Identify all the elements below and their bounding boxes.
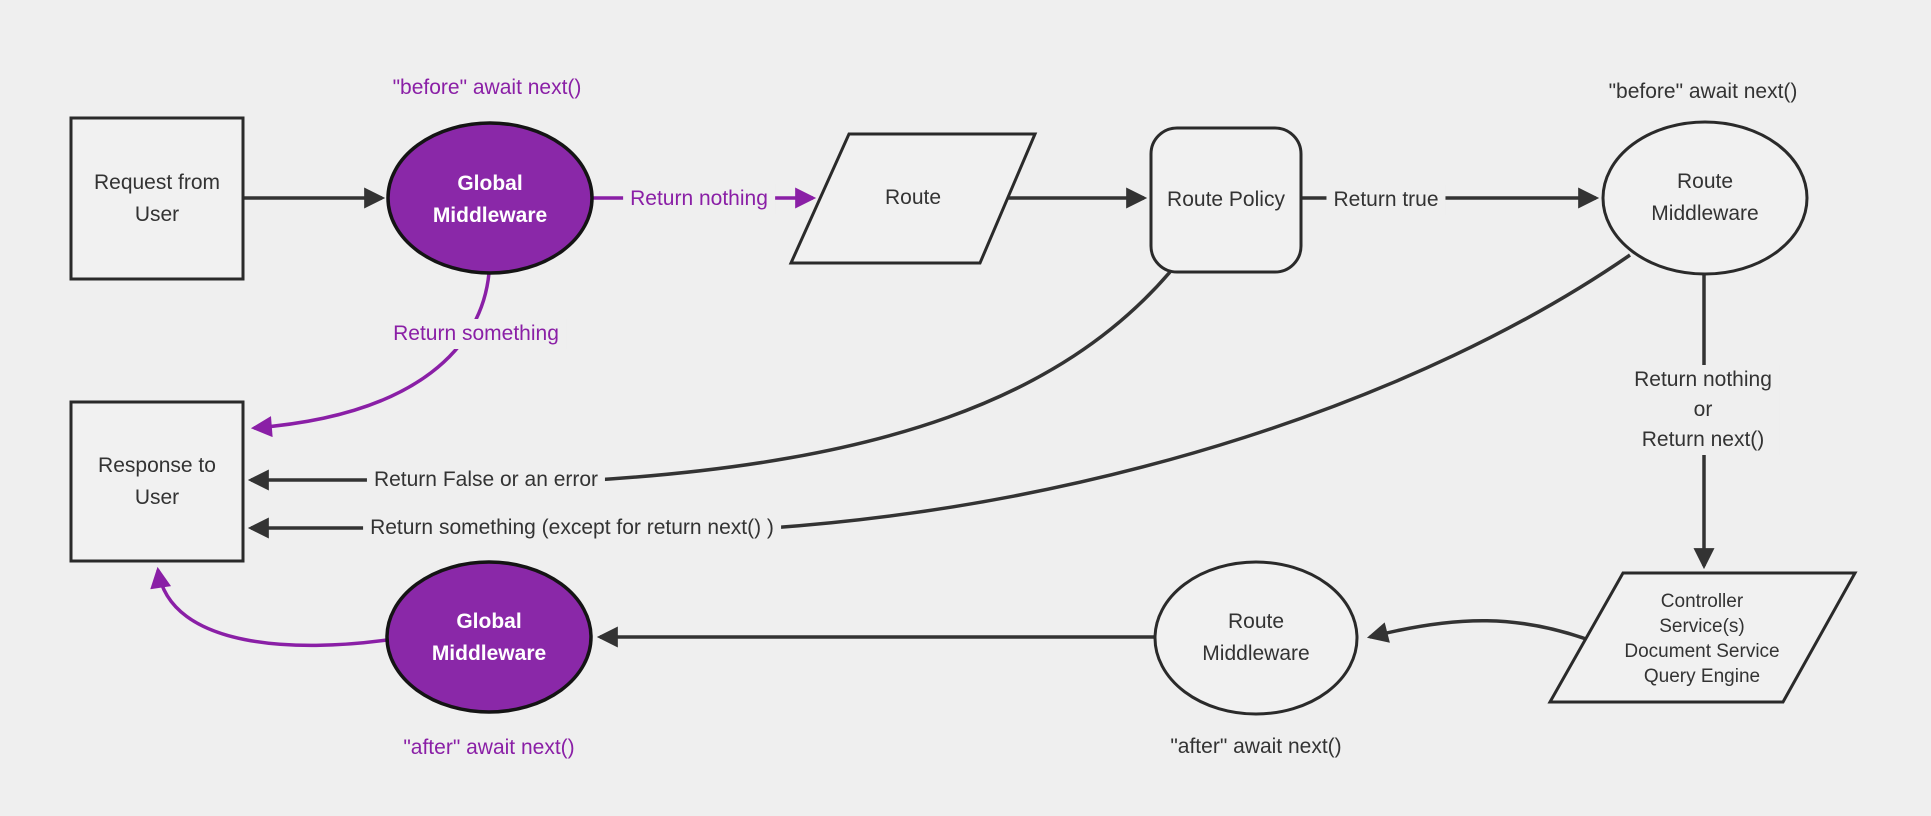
return-something-label: Return something	[386, 319, 566, 349]
after-await-next-left-label: "after" await next()	[403, 736, 575, 759]
global-middleware-top-node-label: Global Middleware	[432, 172, 548, 227]
route-middleware-bottom-node	[1153, 560, 1359, 716]
route-node	[788, 132, 1038, 265]
route-middleware-top-node-label: Route Middleware	[1651, 170, 1759, 225]
edge-controller-to-route-middleware-bottom	[1366, 618, 1587, 643]
controller-services-node-label: Controller Service(s) Document Service Q…	[1624, 591, 1780, 687]
edge-route-middleware-to-response	[247, 253, 1631, 539]
return-nothing-label: Return nothing	[623, 184, 775, 214]
before-await-next-right-label: "before" await next()	[1608, 80, 1798, 103]
edge-route-policy-to-response	[247, 270, 1172, 491]
return-false-or-error-label: Return False or an error	[366, 465, 606, 495]
route-middleware-top-node	[1601, 120, 1809, 276]
route-node-label: Route	[884, 186, 942, 209]
route-policy-node-label: Route Policy	[1167, 188, 1285, 211]
request-node-label: Request from User	[93, 171, 221, 226]
global-middleware-bottom-node-label: Global Middleware	[431, 610, 547, 665]
controller-services-node	[1547, 571, 1858, 704]
after-await-next-mid-label: "after" await next()	[1170, 735, 1342, 758]
route-policy-node	[1149, 126, 1303, 274]
global-middleware-top-node	[386, 121, 594, 275]
return-true-label: Return true	[1326, 185, 1446, 215]
return-something-except-label: Return something (except for return next…	[363, 513, 781, 543]
request-node	[69, 116, 245, 281]
global-middleware-bottom-node	[385, 560, 593, 714]
return-nothing-or-next-label: Return nothing or Return next()	[1627, 365, 1779, 455]
edge-global-middleware-to-response	[250, 272, 491, 438]
before-await-next-top-label: "before" await next()	[392, 76, 582, 99]
response-node-label: Response to User	[98, 454, 216, 509]
edge-global-middleware-bottom-to-response	[150, 566, 388, 648]
route-middleware-bottom-node-label: Route Middleware	[1202, 610, 1310, 665]
response-node	[69, 400, 245, 563]
